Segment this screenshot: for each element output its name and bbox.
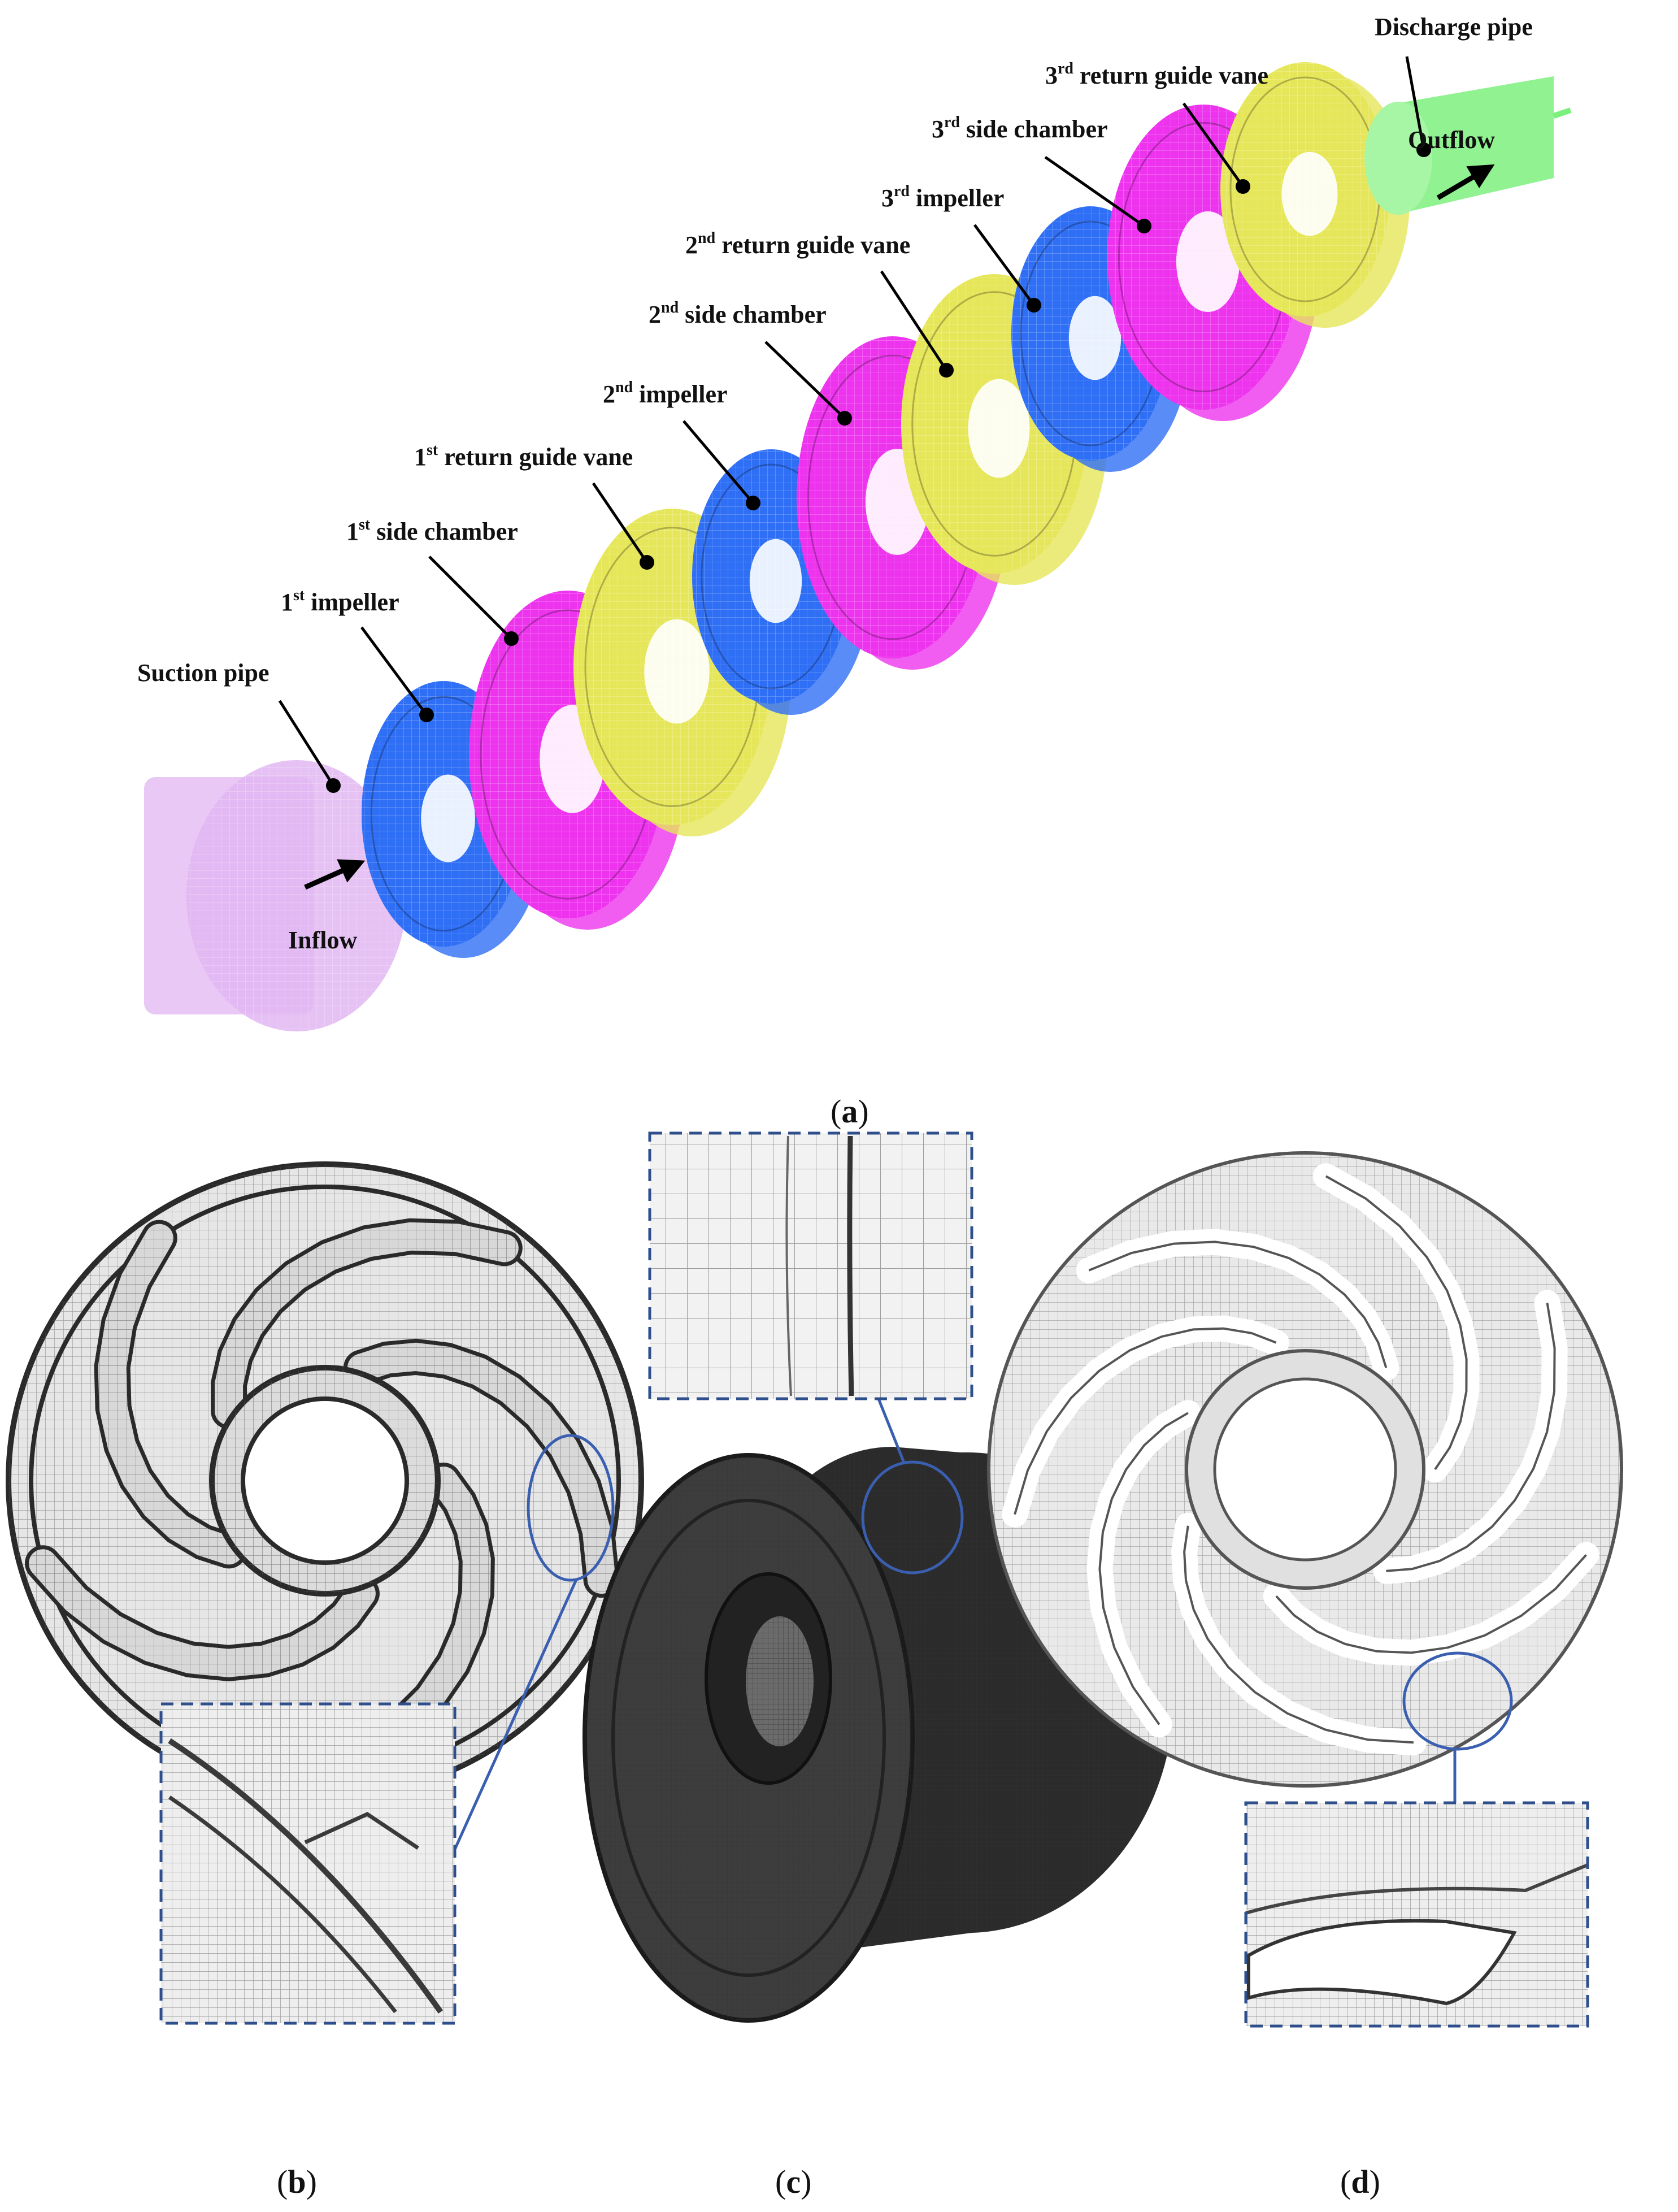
impeller-1-mesh (362, 681, 545, 958)
svg-text:3rd return guide vane: 3rd return guide vane (1045, 60, 1268, 89)
panel-b-impeller-mesh (6, 1161, 644, 2025)
c-zoom-box (648, 1131, 973, 1400)
svg-text:3rd side chamber: 3rd side chamber (932, 114, 1108, 143)
suction-pipe-label: Suction pipe (137, 659, 341, 793)
svg-text:2nd impeller: 2nd impeller (603, 379, 728, 408)
svg-text:Discharge pipe: Discharge pipe (1375, 13, 1533, 41)
inflow-arrow (304, 859, 366, 890)
d-zoom-box (1244, 1801, 1589, 2028)
b-callout-arrow (431, 1578, 578, 1899)
return-vane-2-label: 2nd return guide vane (685, 229, 954, 378)
impeller-1-label: 1st impeller (281, 587, 434, 722)
caption-c: (c) (775, 2163, 811, 2200)
impeller-2-label: 2nd impeller (603, 379, 760, 510)
caption-b: (b) (277, 2163, 317, 2200)
svg-text:1st side chamber: 1st side chamber (346, 516, 518, 545)
svg-text:1st impeller: 1st impeller (281, 587, 399, 616)
inflow-label: Inflow (288, 926, 357, 954)
side-chamber-3-label: 3rd side chamber (932, 114, 1151, 233)
outflow-label: Outflow (1408, 126, 1495, 154)
impeller-3-label: 3rd impeller (881, 183, 1041, 313)
discharge-pipe-mesh (1364, 76, 1572, 215)
side-chamber-1-label: 1st side chamber (346, 516, 519, 646)
guide-vanes (1002, 1163, 1599, 1756)
b-zoom-box (159, 1702, 457, 2025)
svg-text:3rd impeller: 3rd impeller (881, 183, 1004, 212)
caption-a: (a) (831, 1093, 869, 1130)
c-zoom-circle (861, 1460, 964, 1575)
svg-text:2nd side chamber: 2nd side chamber (649, 299, 827, 328)
return-vane-1-label: 1st return guide vane (414, 441, 654, 570)
discharge-pipe-label: Discharge pipe (1375, 13, 1533, 157)
panel-a-exploded-view (144, 62, 1572, 1031)
outflow-arrow (1436, 164, 1495, 200)
return-vane-3-label: 3rd return guide vane (1045, 60, 1268, 194)
svg-text:1st return guide vane: 1st return guide vane (414, 441, 633, 471)
panel-d-guide-vane-mesh (987, 1151, 1623, 2028)
svg-text:Suction pipe: Suction pipe (137, 659, 269, 687)
suction-pipe-mesh (144, 760, 407, 1031)
side-chamber-2-label: 2nd side chamber (649, 299, 852, 426)
caption-d: (d) (1340, 2163, 1380, 2200)
d-zoom-circle (1402, 1651, 1513, 1751)
b-zoom-circle (527, 1434, 615, 1582)
panel-a-labels: Suction pipe 1st impeller 1st side chamber… (137, 13, 1533, 793)
svg-text:2nd return guide vane: 2nd return guide vane (685, 229, 910, 259)
